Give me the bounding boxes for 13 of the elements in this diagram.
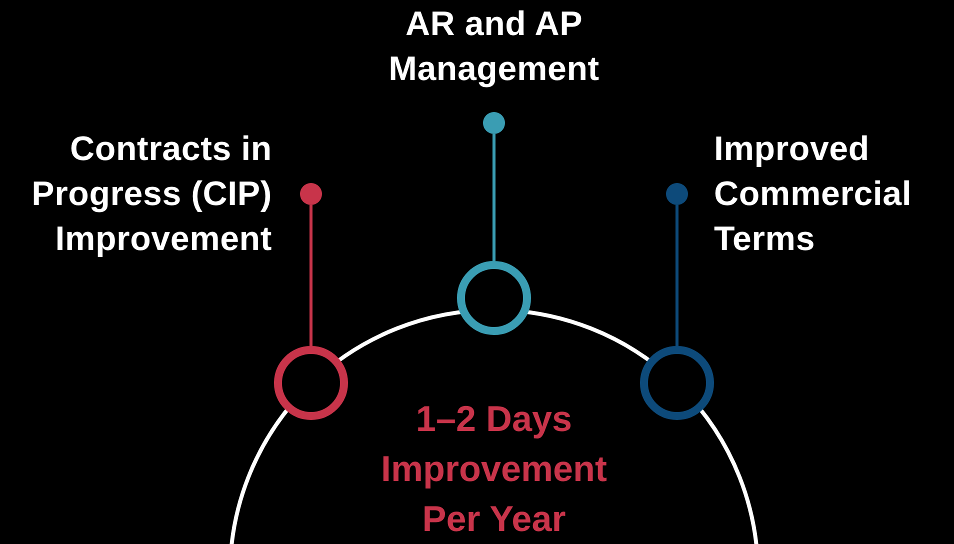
connector-line xyxy=(676,205,678,346)
connector-line xyxy=(492,134,496,261)
ring-marker xyxy=(640,346,714,420)
ring-marker xyxy=(457,261,531,335)
dot-marker xyxy=(300,183,322,205)
dot-marker xyxy=(483,112,505,134)
connector-line xyxy=(310,205,312,346)
item-label: Contracts in Progress (CIP) Improvement xyxy=(30,129,272,260)
item-label: Improved Commercial Terms xyxy=(714,129,913,260)
center-heading: 1–2 Days Improvement Per Year xyxy=(380,397,608,541)
dot-marker xyxy=(666,183,688,205)
ring-marker xyxy=(274,346,348,420)
item-label: AR and AP Management xyxy=(388,4,600,90)
